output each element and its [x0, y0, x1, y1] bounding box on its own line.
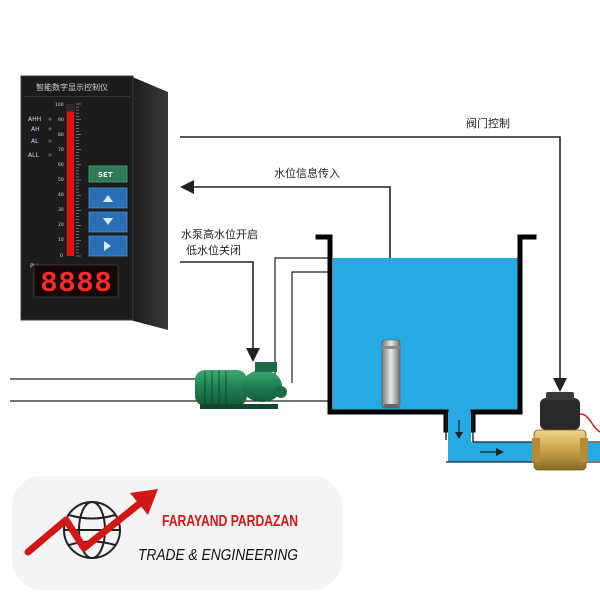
solenoid-valve [532, 392, 600, 471]
scale-label: 20 [58, 222, 64, 228]
controller-title: 智能数字显示控制仪 [36, 82, 108, 92]
set-button[interactable] [88, 165, 128, 183]
level-controller: 智能数字显示控制仪 AHH AH AL ALL 100 90 80 70 60 … [20, 75, 168, 330]
level-sensor-band [382, 346, 400, 349]
alarm-label: AHH [28, 116, 41, 123]
right-arrow-icon [104, 241, 111, 251]
logo-company-name: FARAYAND PARDAZAN [162, 513, 298, 530]
alarm-led [48, 153, 52, 157]
pump-control-arrow [246, 348, 260, 362]
controller-side [130, 76, 168, 330]
pump-outlet [255, 362, 277, 372]
alarm-indicators: AHH AH AL ALL [28, 116, 52, 159]
pump-base [200, 404, 278, 409]
scale-label: 70 [58, 147, 64, 153]
pump-control-line [180, 261, 254, 350]
outlet-flow-arrowhead [496, 448, 504, 456]
scale-label: 40 [58, 192, 64, 198]
alarm-label: AL [31, 138, 39, 145]
pump-head [242, 370, 282, 402]
alarm-led [48, 139, 52, 143]
level-sensor [381, 339, 401, 409]
alarm-led [48, 117, 52, 121]
set-button-label: SET [98, 171, 113, 179]
valve-outlet-water [585, 443, 600, 461]
valve-port-right [580, 438, 588, 462]
valve-control-label: 阀门控制 [466, 116, 510, 130]
level-bargraph: 100 90 80 70 60 50 40 30 20 10 0 [55, 102, 81, 259]
drain-flow-arrowhead [455, 432, 463, 439]
pump-high-level-label: 水泵高水位开启 [181, 227, 258, 241]
scale-top-label: 100 [55, 102, 64, 108]
pump-wire-lower [291, 271, 330, 383]
water-pump [195, 362, 287, 409]
scale-label: 60 [58, 162, 64, 168]
level-sensor-body [381, 339, 401, 409]
logo-tagline: TRADE & ENGINEERING [138, 547, 298, 564]
scale-label: 10 [58, 237, 64, 243]
scale-label: 90 [58, 117, 64, 123]
scale-label: 50 [58, 177, 64, 183]
valve-control-arrow [553, 378, 567, 392]
pump-inlet [275, 386, 287, 398]
level-sensor-tip [384, 404, 398, 408]
controller-buttons: SET [88, 165, 128, 257]
up-arrow-icon [103, 195, 113, 202]
valve-body [533, 429, 587, 471]
logo-background [12, 476, 342, 590]
scale-label: 80 [58, 132, 64, 138]
valve-coil [540, 398, 580, 430]
tank-water [333, 258, 519, 412]
level-signal-label: 水位信息传入 [274, 166, 340, 180]
company-logo: FARAYAND PARDAZAN TRADE & ENGINEERING [12, 476, 342, 590]
growth-arrow-icon [24, 489, 158, 556]
scale-label: 30 [58, 207, 64, 213]
pump-cooling-fins [204, 371, 227, 405]
down-arrow-icon [103, 218, 113, 225]
valve-port-left [532, 438, 540, 462]
valve-wire [579, 413, 600, 433]
alarm-label: AH [31, 126, 40, 133]
bargraph-scale [76, 103, 81, 257]
valve-control-line [180, 136, 561, 380]
pv-display-value: 8888 [40, 268, 112, 298]
water-tank [315, 234, 600, 463]
valve-coil-top [546, 392, 574, 400]
pv-display-window [33, 264, 119, 298]
level-signal-arrow [180, 180, 194, 194]
pump-low-level-label: 低水位关闭 [186, 243, 241, 257]
scale-label: 0 [60, 253, 63, 259]
alarm-led [48, 127, 52, 131]
bargraph-fill [67, 111, 74, 256]
pump-motor [195, 370, 247, 406]
pump-wire-upper [274, 257, 330, 377]
alarm-label: ALL [28, 152, 39, 159]
